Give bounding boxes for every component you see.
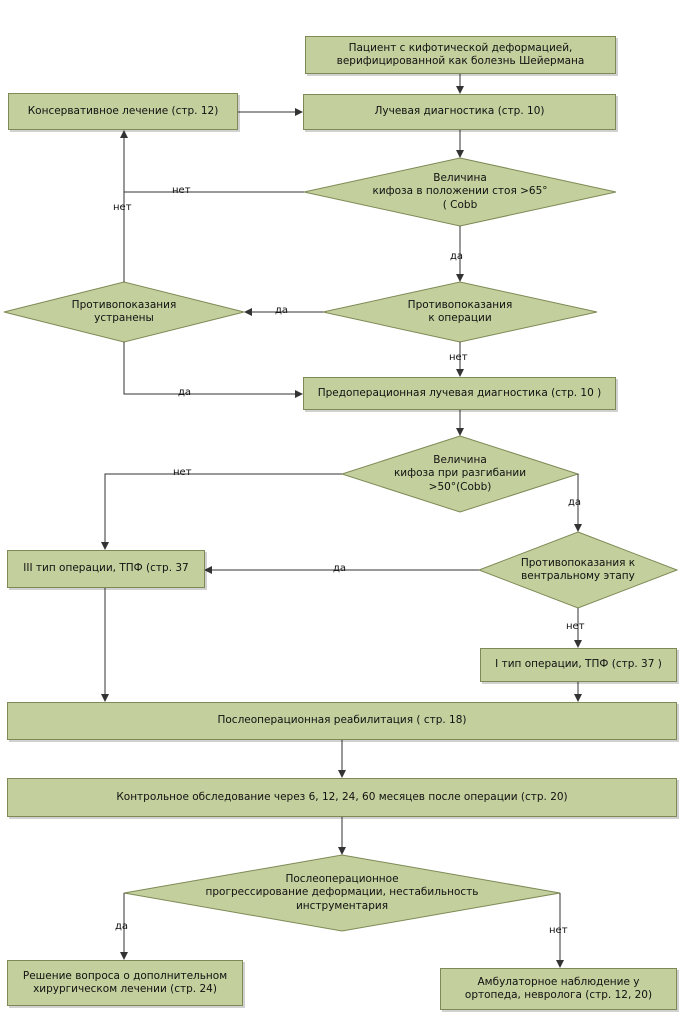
node-progression: Послеоперационное прогрессирование дефор… [205, 873, 479, 912]
node-type1: I тип операции, ТПФ (стр. 37 ) [480, 648, 677, 682]
edge-kyphosis65-conservative [120, 130, 304, 193]
diamond-progression [123, 854, 561, 932]
edge-contraremoved-preop [123, 342, 303, 398]
label-no-conservative: нет [113, 202, 132, 213]
node-preop-diag: Предоперационная лучевая диагностика (ст… [303, 377, 616, 410]
node-rehab: Послеоперационная реабилитация ( стр. 18… [7, 702, 677, 740]
label-no-kyphosis65: нет [172, 185, 191, 196]
node-patient: Пациент с кифотической деформацией, вери… [305, 36, 616, 74]
node-kyphosis65: Величина кифоза в положении стоя >65° ( … [372, 172, 548, 211]
label-yes-progression: да [115, 921, 129, 932]
node-type3: III тип операции, ТПФ (стр. 37 [7, 550, 205, 588]
node-radiodiag: Лучевая диагностика (стр. 10) [303, 94, 616, 130]
label-yes-contra-ventral: да [333, 563, 347, 574]
label-yes-kyphosis50: да [568, 497, 582, 508]
label-no-contra-ventral: нет [566, 621, 585, 632]
diamond-kyphosis50 [340, 435, 580, 513]
label-no-contra-op: нет [449, 352, 468, 363]
label-yes-kyphosis65: да [450, 251, 464, 262]
edge-kyphosis50-type3 [101, 473, 342, 550]
label-yes-contra-removed: да [178, 387, 192, 398]
node-control: Контрольное обследование через 6, 12, 24… [7, 778, 677, 817]
node-further-surgery: Решение вопроса о дополнительном хирурги… [7, 960, 243, 1006]
label-no-kyphosis50: нет [173, 467, 192, 478]
node-conservative: Консервативное лечение (стр. 12) [8, 93, 238, 130]
node-outpatient: Амбулаторное наблюдение у ортопеда, невр… [440, 968, 677, 1010]
node-kyphosis50: Величина кифоза при разгибании >50°(Cobb… [393, 454, 527, 493]
node-contra-removed: Противопоказания устранены [71, 298, 177, 324]
node-contra-op: Противопоказания к операции [407, 298, 513, 324]
label-yes-contra-op: да [275, 305, 289, 316]
label-no-progression: нет [549, 925, 568, 936]
node-contra-ventral: Противопоказания к вентральному этапу [520, 556, 636, 582]
